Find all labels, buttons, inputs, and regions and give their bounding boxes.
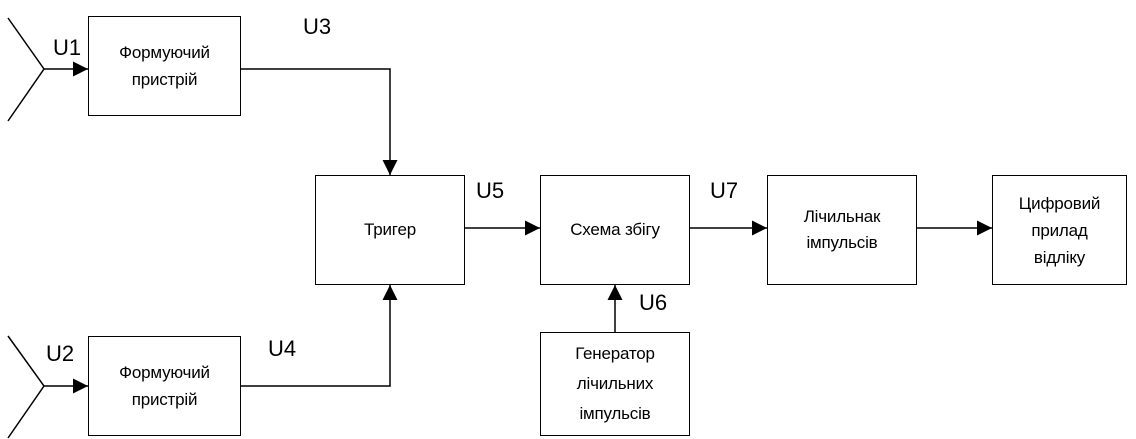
wire-former1-to-trigger bbox=[241, 68, 398, 175]
pulse-counter-block: Лічильнак імпульсів bbox=[767, 175, 917, 285]
signal-label-u3: U3 bbox=[303, 14, 332, 39]
signal-label-u4: U4 bbox=[268, 336, 297, 361]
digital-readout-label: Цифровий прилад відліку bbox=[1018, 193, 1101, 267]
forming-device-1-block: Формуючий пристрій bbox=[88, 16, 241, 116]
signal-label-u7: U7 bbox=[710, 178, 739, 203]
signal-label-u2: U2 bbox=[46, 341, 75, 366]
digital-readout-block: Цифровий прилад відліку bbox=[992, 175, 1127, 285]
trigger-label: Тригер bbox=[364, 220, 416, 239]
forming-device-1-label: Формуючий пристрій bbox=[119, 43, 210, 89]
coincidence-circuit-block: Схема збігу bbox=[540, 175, 690, 285]
signal-label-u6: U6 bbox=[639, 290, 668, 315]
wire-former2-to-trigger bbox=[241, 285, 398, 387]
antenna-1-icon bbox=[7, 17, 45, 122]
coincidence-circuit-label: Схема збігу bbox=[570, 220, 660, 239]
antenna-2-icon bbox=[7, 335, 45, 439]
signal-label-u1: U1 bbox=[53, 35, 82, 60]
trigger-block: Тригер bbox=[315, 175, 465, 285]
pulse-generator-block: Генератор лічильних імпульсів bbox=[540, 332, 690, 436]
forming-device-2-block: Формуючий пристрій bbox=[88, 336, 241, 436]
forming-device-2-label: Формуючий пристрій bbox=[119, 363, 210, 409]
pulse-generator-label: Генератор лічильних імпульсів bbox=[575, 344, 655, 423]
signal-label-u5: U5 bbox=[476, 178, 505, 203]
pulse-counter-label: Лічильнак імпульсів bbox=[803, 207, 881, 252]
